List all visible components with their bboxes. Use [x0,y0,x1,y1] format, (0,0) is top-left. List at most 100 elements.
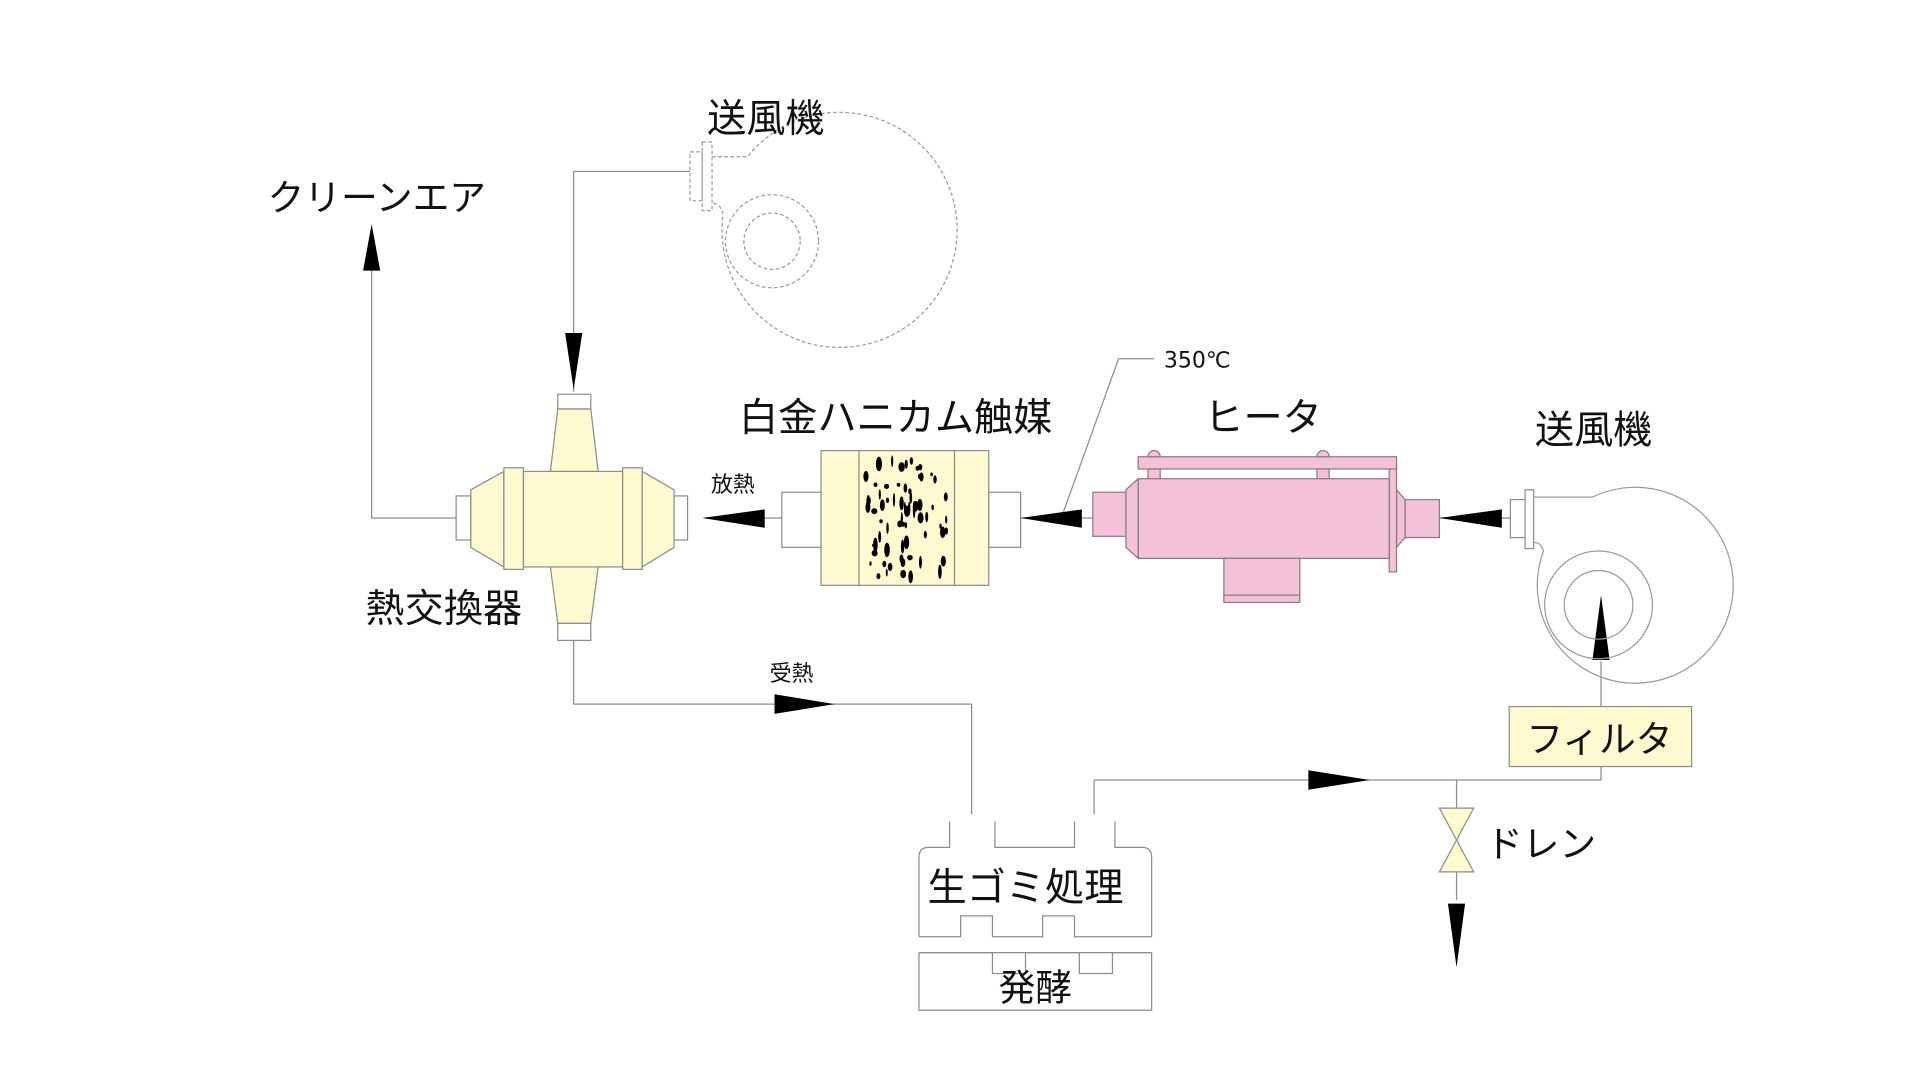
catalyst-speck [885,568,888,577]
catalyst-speck [925,511,929,523]
heater-rail-post-left [1147,468,1161,480]
catalyst-speck [912,503,916,519]
catalyst-speck [909,457,914,465]
catalyst-speck [943,492,948,502]
label-heat-receive: 受熱 [770,662,814,687]
catalyst-port-left [781,491,822,548]
catalyst-speck [877,460,880,465]
catalyst-speck [908,488,912,495]
catalyst-speck [879,499,885,512]
blower-top[interactable] [689,111,958,349]
hx-flange-left [503,467,525,570]
arrow-right-to-filter [1308,770,1370,790]
blower-top-inner-ring [724,194,820,289]
catalyst-speck [878,489,881,500]
catalyst-speck [886,522,889,534]
catalyst-speck [866,494,871,510]
processor-agitator-lower [918,952,1152,975]
pipe-hx-to-processor [573,640,973,815]
hx-port-bottom [557,622,592,642]
heat-exchanger[interactable] [455,393,689,642]
label-drain: ドレン [1486,823,1596,866]
catalyst-speck [918,555,922,569]
label-blower-top: 送風機 [707,97,825,142]
label-catalyst: 白金ハニカム触媒 [739,396,1052,441]
blower-top-flange-inner [701,141,713,212]
catalyst-speck [904,459,908,469]
blower-right-inner-ring [1544,550,1654,660]
heater-rail-post-right [1316,468,1330,480]
blower-right-core-ring [1563,570,1634,640]
hx-core [522,470,624,568]
catalyst-speck [917,473,923,480]
catalyst-speck [871,508,878,515]
catalyst-honeycomb-specks [863,455,948,584]
platinum-honeycomb-catalyst[interactable] [781,450,1022,586]
blower-top-core-ring [743,212,801,270]
catalyst-speck [883,483,890,489]
catalyst-speck [940,526,946,539]
label-clean-air: クリーンエア [268,177,486,220]
catalyst-port-right [988,491,1022,548]
catalyst-speck [873,537,878,552]
catalyst-speck [891,455,894,468]
hx-cone-top [549,408,599,473]
temperature-leader-line [1062,358,1155,513]
blower-right-flange-outer [1509,498,1526,539]
catalyst-speck [876,573,881,580]
drain-valve[interactable] [1438,807,1475,873]
blower-top-housing [712,111,958,349]
catalyst-speck [900,539,905,554]
heater[interactable] [1092,450,1441,604]
catalyst-speck [945,515,948,524]
catalyst-speck [887,562,893,571]
catalyst-speck [907,554,913,561]
label-heater: ヒータ [1204,396,1322,441]
filter-box [1508,705,1693,768]
blower-right-housing [1533,486,1734,684]
arrow-down-into-hx [565,333,583,390]
catalyst-speck [908,570,913,584]
drain-valve-bottom [1438,838,1475,873]
catalyst-body [820,450,990,586]
label-heat-release: 放熱 [711,473,755,498]
arrow-left-heat-release [702,509,765,528]
garbage-processor[interactable] [918,821,1153,1011]
catalyst-speck [899,496,904,511]
catalyst-speck [933,475,937,484]
hx-port-right [673,495,689,541]
label-blower-right: 送風機 [1535,408,1653,453]
catalyst-speck [879,519,883,524]
catalyst-speck [923,530,927,539]
blower-top-flange-outer [689,151,703,202]
label-temperature: 350℃ [1164,348,1231,373]
catalyst-speck [940,555,946,567]
label-garbage-processing: 生ゴミ処理 [928,866,1124,911]
heater-outlet-cone [1125,477,1139,560]
catalyst-speck [944,527,948,535]
catalyst-speck [878,530,882,543]
arrow-left-into-catalyst [1020,509,1082,528]
catalyst-speck [931,504,934,511]
blower-right[interactable] [1509,486,1734,684]
catalyst-speck [885,497,890,504]
hx-port-left [455,495,472,541]
hx-cone-left [470,470,505,569]
processor-outline-top [918,821,1153,937]
hx-flange-right [622,467,643,570]
catalyst-speck [917,498,923,512]
blower-right-flange-inner [1524,489,1535,550]
catalyst-speck [896,482,901,487]
heater-body [1137,478,1390,559]
pipe-processor-to-filter [1093,766,1602,815]
hx-cone-right [641,470,675,569]
filter[interactable] [1508,705,1693,768]
heater-bottom-box [1223,557,1301,596]
catalyst-speck [939,523,942,529]
catalyst-speck [869,561,872,566]
arrow-up-clean-air [363,224,381,271]
catalyst-speck [903,483,908,493]
heater-knob-right [1316,450,1330,458]
hx-port-top [557,393,592,410]
